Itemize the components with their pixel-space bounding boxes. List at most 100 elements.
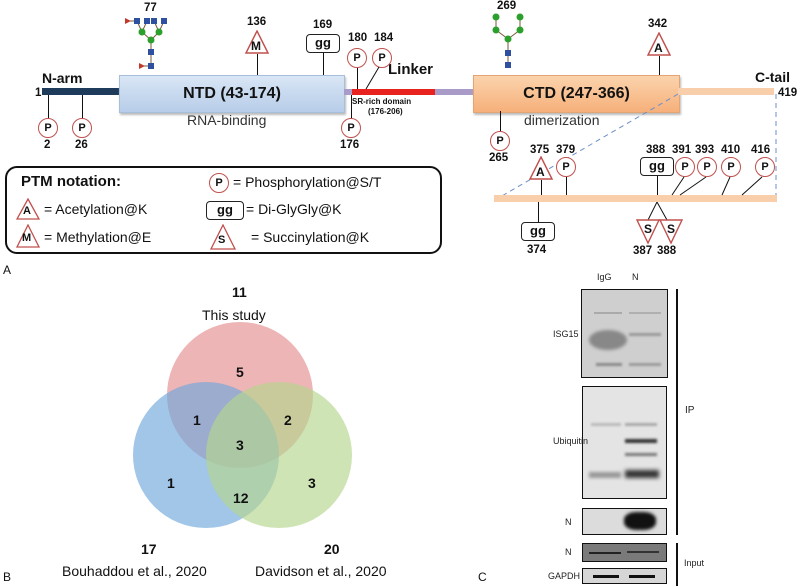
legend-acetyl: = Acetylation@K [44, 201, 148, 217]
methylation-icon [245, 30, 269, 54]
diglygly-icon: gg [206, 201, 244, 220]
site-line [659, 56, 661, 75]
blot-label-ubiquitin: Ubiquitin [553, 436, 589, 446]
ctd-label: CTD (247-366) [523, 85, 630, 102]
lane-n-label: N [632, 272, 639, 282]
ip-label: IP [685, 405, 695, 416]
phospho-icon: P [72, 118, 92, 138]
phospho-icon: P [372, 48, 392, 68]
legend-title: PTM notation: [21, 173, 121, 190]
site-line [323, 53, 325, 75]
c-tail-bar [678, 88, 774, 95]
c-tail-label: C-tail [755, 69, 790, 85]
site-169: 169 [313, 19, 333, 31]
blot-ubiquitin [582, 386, 667, 499]
ip-bracket [676, 289, 678, 535]
succinylation-symbol: S [218, 234, 226, 246]
diglygly-icon: gg [521, 222, 555, 241]
succinylation-symbol: S [644, 222, 653, 236]
phospho-icon: P [347, 48, 367, 68]
phospho-icon: P [341, 118, 361, 138]
panel-b-label: B [3, 570, 12, 584]
set-this-name: This study [202, 307, 266, 323]
blot-label-n-ip: N [565, 517, 572, 527]
set-this-total: 11 [232, 284, 247, 300]
site-line [657, 176, 659, 195]
site-line [351, 95, 353, 120]
succinylation-icon [210, 224, 236, 250]
blot-gapdh [582, 568, 667, 584]
blot-isg15 [581, 289, 668, 378]
phospho-icon: P [675, 157, 695, 177]
phospho-icon: P [721, 157, 741, 177]
site-391: 391 [672, 144, 692, 156]
phospho-icon: P [697, 157, 717, 177]
site-176: 176 [340, 139, 360, 151]
site-line [500, 111, 502, 133]
site-410: 410 [721, 144, 741, 156]
site-375: 375 [530, 144, 550, 156]
ctd-box: CTD (247-366) [473, 75, 680, 113]
sr-rich-label: SR-rich domain [352, 97, 412, 106]
n-arm-label: N-arm [42, 70, 83, 86]
ctd-function: dimerization [524, 112, 600, 128]
site-136: 136 [247, 16, 267, 28]
acetylation-icon [647, 32, 671, 56]
site-line [541, 180, 543, 195]
blot-label-gapdh: GAPDH [548, 571, 581, 581]
succinylation-symbol: S [667, 222, 676, 236]
diglygly-icon: gg [640, 157, 674, 176]
set-bouhaddou-name: Bouhaddou et al., 2020 [62, 563, 207, 579]
set-davidson-total: 20 [324, 541, 340, 557]
blot-n-ip [582, 508, 667, 535]
site-387: 387 [633, 245, 653, 257]
linker-label: Linker [388, 61, 434, 78]
site-line [365, 66, 380, 90]
phospho-icon: P [38, 118, 58, 138]
set-davidson-name: Davidson et al., 2020 [255, 563, 387, 579]
site-184: 184 [374, 32, 394, 44]
site-2: 2 [44, 139, 51, 151]
region-this-davidson: 2 [284, 412, 292, 428]
phospho-icon: P [556, 157, 576, 177]
ntd-box: NTD (43-174) [119, 75, 345, 113]
n-arm-bar [42, 88, 120, 95]
ntd-function: RNA-binding [187, 112, 267, 128]
site-lines [671, 176, 763, 196]
phospho-icon: P [209, 173, 229, 193]
site-388-gg: 388 [646, 144, 666, 156]
methylation-icon [16, 224, 40, 248]
site-388-s: 388 [657, 245, 677, 257]
acetylation-icon [529, 156, 553, 180]
panel-c-label: C [478, 570, 487, 584]
acetylation-icon [16, 198, 40, 220]
region-this-only: 5 [236, 364, 244, 380]
region-all-three: 3 [236, 437, 244, 453]
ntd-label: NTD (43-174) [183, 85, 281, 102]
legend-digly: = Di-GlyGly@K [246, 201, 342, 217]
sr-rich-range: (176-206) [368, 107, 403, 116]
region-bouhaddou-davidson: 12 [233, 490, 249, 506]
legend-methyl: = Methylation@E [44, 229, 152, 245]
site-26: 26 [75, 139, 88, 151]
start-position: 1 [35, 87, 42, 99]
site-342: 342 [648, 18, 668, 30]
methylation-symbol: M [22, 232, 32, 244]
site-180: 180 [348, 32, 368, 44]
site-line [82, 95, 84, 120]
glycan-icon [125, 18, 167, 69]
site-line [48, 95, 50, 120]
site-379: 379 [556, 144, 576, 156]
linker-purple-left [344, 89, 352, 95]
succinylation-icon [636, 219, 684, 245]
input-label: Input [684, 558, 705, 568]
set-bouhaddou-total: 17 [141, 541, 157, 557]
diglygly-icon: gg [306, 34, 340, 53]
ptm-legend: PTM notation: P = Phosphorylation@S/T A … [5, 166, 442, 254]
site-line [538, 202, 540, 224]
site-265: 265 [489, 152, 509, 164]
site-line [566, 177, 568, 195]
site-lines [647, 202, 668, 221]
site-line [357, 68, 359, 89]
site-269: 269 [497, 0, 517, 12]
